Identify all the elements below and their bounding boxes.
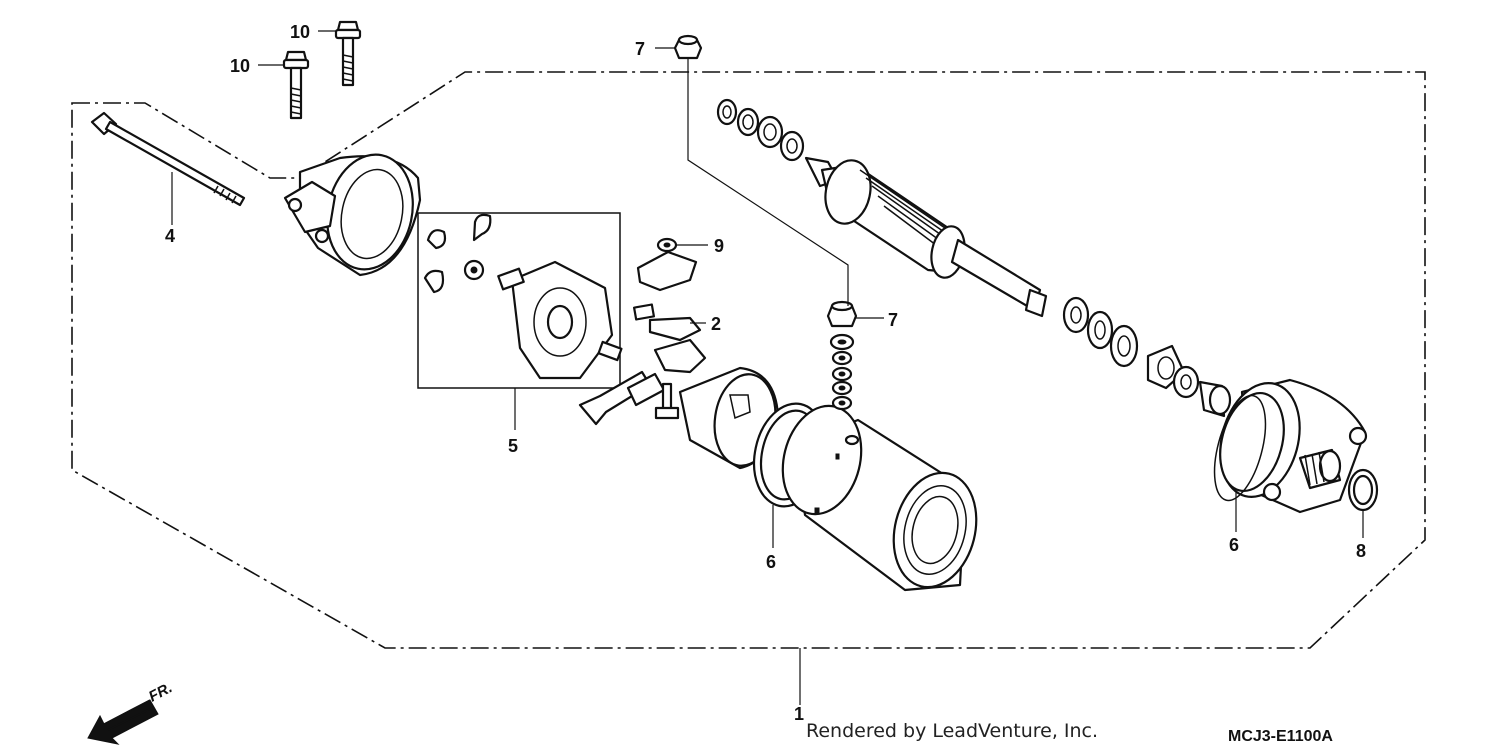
- washer-9[interactable]: [656, 237, 678, 253]
- callout-10-lower: 10: [230, 56, 250, 76]
- terminal-bolt[interactable]: [654, 382, 680, 420]
- front-bracket[interactable]: [1208, 374, 1368, 514]
- flange-bolt-10-lower[interactable]: [282, 50, 310, 120]
- front-direction-arrow: FR.: [87, 679, 175, 745]
- armature-washers-right[interactable]: [1062, 296, 1139, 368]
- bushing[interactable]: [1198, 380, 1232, 418]
- callout-9: 9: [714, 236, 724, 256]
- oring-6-right[interactable]: [1205, 390, 1275, 506]
- leader-lines: [171, 30, 1364, 705]
- nut-7-mid[interactable]: [826, 300, 858, 328]
- flange-bolt-10-upper[interactable]: [334, 20, 362, 87]
- callout-10-upper: 10: [290, 22, 310, 42]
- callout-6-left: 6: [766, 552, 776, 572]
- callout-6-right: 6: [1229, 535, 1239, 555]
- washer-stack[interactable]: [829, 333, 855, 411]
- terminal-plate[interactable]: [636, 250, 698, 292]
- motor-yoke[interactable]: [772, 397, 988, 596]
- oring-8[interactable]: [1347, 468, 1379, 512]
- nut-7-top[interactable]: [673, 34, 703, 60]
- brush-set-2[interactable]: [578, 303, 707, 426]
- through-bolt-4[interactable]: [90, 111, 246, 207]
- callout-4: 4: [165, 226, 175, 246]
- armature-washers-top[interactable]: [716, 98, 805, 162]
- callout-7-top: 7: [635, 39, 645, 59]
- callout-8: 8: [1356, 541, 1366, 561]
- rear-bracket[interactable]: [283, 147, 423, 278]
- callout-2: 2: [711, 314, 721, 334]
- assembly-boundary: [71, 71, 1426, 649]
- brush-holder-assy-5[interactable]: [423, 213, 623, 380]
- armature[interactable]: [804, 156, 1048, 318]
- bearing[interactable]: [1172, 365, 1200, 399]
- callout-7-mid: 7: [888, 310, 898, 330]
- callout-5: 5: [508, 436, 518, 456]
- callout-1: 1: [794, 704, 804, 724]
- render-credit: Rendered by LeadVenture, Inc.: [806, 720, 1098, 742]
- diagram-code: MCJ3-E1100A: [1228, 728, 1333, 745]
